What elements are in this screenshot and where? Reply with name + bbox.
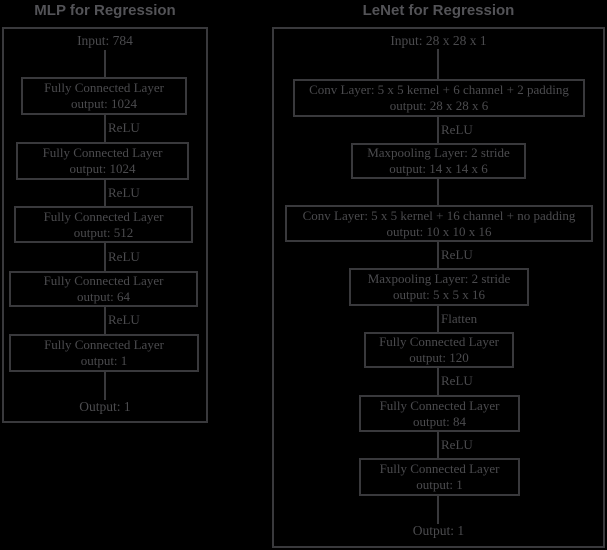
lenet-maxpool1-box: Maxpooling Layer: 2 stride output: 14 x … <box>351 143 526 179</box>
layer-name: Fully Connected Layer <box>43 273 164 288</box>
connector-line <box>104 372 106 400</box>
edge-label-relu: ReLU <box>108 120 140 135</box>
lenet-outer-box <box>272 27 605 548</box>
mlp-output-label: Output: 1 <box>79 399 131 414</box>
lenet-maxpool2-box: Maxpooling Layer: 2 stride output: 5 x 5… <box>349 268 529 306</box>
layer-output: output: 1 <box>416 477 463 492</box>
lenet-conv2-box: Conv Layer: 5 x 5 kernel + 16 channel + … <box>285 205 593 242</box>
layer-name: Fully Connected Layer <box>379 397 500 413</box>
connector-line <box>437 496 439 524</box>
lenet-conv1-box: Conv Layer: 5 x 5 kernel + 6 channel + 2… <box>293 79 585 117</box>
layer-name: Conv Layer: 5 x 5 kernel + 16 channel + … <box>302 207 576 223</box>
layer-name: Fully Connected Layer <box>44 337 164 352</box>
connector-line <box>437 242 439 268</box>
mlp-fc4-box: Fully Connected Layer output: 64 <box>9 271 198 307</box>
layer-output: output: 1 <box>80 353 128 368</box>
layer-output: output: 5 x 5 x 16 <box>392 287 486 302</box>
mlp-fc3-box: Fully Connected Layer output: 512 <box>14 206 193 243</box>
mlp-fc2-box: Fully Connected Layer output: 1024 <box>16 142 189 180</box>
edge-label-relu: ReLU <box>108 312 140 327</box>
connector-line <box>437 432 439 458</box>
lenet-fc1-box: Fully Connected Layer output: 120 <box>364 332 514 368</box>
layer-output: output: 512 <box>73 224 134 240</box>
layer-output: output: 14 x 14 x 6 <box>389 161 488 176</box>
layer-output: output: 84 <box>412 413 467 429</box>
lenet-fc2-box: Fully Connected Layer output: 84 <box>359 395 520 432</box>
connector-line <box>437 306 439 332</box>
mlp-fc1-box: Fully Connected Layer output: 1024 <box>21 77 187 115</box>
connector-line <box>104 115 106 142</box>
mlp-outer-box <box>2 27 208 423</box>
connector-line <box>437 49 439 79</box>
layer-output: output: 1024 <box>70 96 138 111</box>
layer-output: output: 120 <box>409 350 469 365</box>
layer-output: output: 64 <box>76 289 131 304</box>
edge-label-relu: ReLU <box>108 249 140 264</box>
layer-output: output: 10 x 10 x 16 <box>386 223 492 239</box>
layer-name: Conv Layer: 5 x 5 kernel + 6 channel + 2… <box>309 82 569 97</box>
layer-name: Fully Connected Layer <box>42 145 163 160</box>
layer-name: Fully Connected Layer <box>379 461 500 476</box>
connector-line <box>437 368 439 395</box>
edge-label-relu: ReLU <box>441 247 473 262</box>
layer-name: Fully Connected Layer <box>379 334 499 349</box>
mlp-input-label: Input: 784 <box>77 33 133 48</box>
layer-name: Fully Connected Layer <box>43 208 164 224</box>
mlp-title: MLP for Regression <box>34 2 176 19</box>
layer-output: output: 28 x 28 x 6 <box>389 98 489 113</box>
lenet-input-label: Input: 28 x 28 x 1 <box>390 33 487 48</box>
connector-line <box>104 180 106 206</box>
lenet-title: LeNet for Regression <box>362 2 515 19</box>
connector-line <box>437 179 439 205</box>
layer-name: Maxpooling Layer: 2 stride <box>367 145 510 160</box>
edge-label-relu: ReLU <box>108 185 140 200</box>
mlp-fc5-box: Fully Connected Layer output: 1 <box>9 334 199 372</box>
edge-label-flatten: Flatten <box>441 311 478 326</box>
connector-line <box>104 307 106 334</box>
connector-line <box>104 50 106 77</box>
edge-label-relu: ReLU <box>441 373 473 388</box>
edge-label-relu: ReLU <box>441 122 473 137</box>
layer-name: Fully Connected Layer <box>44 80 164 95</box>
connector-line <box>437 117 439 143</box>
connector-line <box>104 243 106 271</box>
layer-output: output: 1024 <box>69 161 136 176</box>
lenet-fc3-box: Fully Connected Layer output: 1 <box>359 458 520 496</box>
lenet-output-label: Output: 1 <box>412 523 465 538</box>
edge-label-relu: ReLU <box>441 437 473 452</box>
layer-name: Maxpooling Layer: 2 stride <box>367 271 511 286</box>
